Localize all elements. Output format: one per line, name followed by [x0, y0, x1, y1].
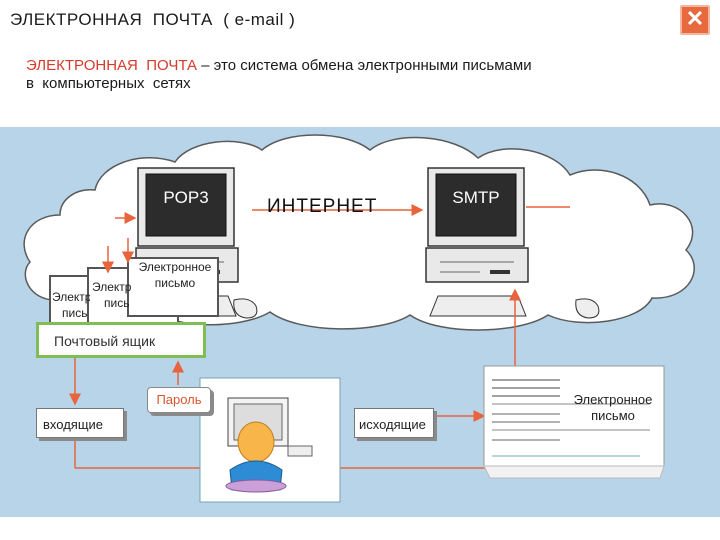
definition-line-1: ЭЛЕКТРОННАЯ ПОЧТА – это система обмена э…	[26, 57, 532, 74]
definition-term: ЭЛЕКТРОННАЯ ПОЧТА	[26, 57, 197, 74]
internet-label: ИНТЕРНЕТ	[267, 196, 378, 217]
definition-text: – это система обмена электронными письма…	[197, 57, 532, 74]
user-workstation	[199, 377, 341, 503]
letter-back-line2: пись	[62, 306, 88, 320]
password-button[interactable]: Пароль	[147, 387, 211, 413]
mailbox-label: Почтовый ящик	[36, 322, 206, 358]
email-document	[483, 365, 665, 479]
smtp-label: SMTP	[452, 188, 500, 207]
outbox-folder[interactable]: исходящие	[354, 408, 434, 438]
page-title: ЭЛЕКТРОННАЯ ПОЧТА ( e-mail )	[10, 10, 296, 29]
definition-panel: ЭЛЕКТРОННАЯ ПОЧТА – это система обмена э…	[16, 45, 706, 127]
email-document-label: Электронное письмо	[568, 392, 658, 424]
email-document-label-line1: Электронное	[573, 392, 653, 407]
pop3-label: POP3	[163, 188, 209, 207]
letter-back-line1: Электро	[52, 290, 90, 304]
bottom-strip	[0, 517, 720, 540]
letter-mid-line2: пись	[104, 296, 130, 310]
letter-mid-line1: Электро	[92, 280, 132, 294]
inbox-folder[interactable]: входящие	[36, 408, 124, 438]
close-icon: ✕	[685, 6, 705, 31]
letter-front-line1: Электронное	[138, 260, 212, 274]
title-bar: ЭЛЕКТРОННАЯ ПОЧТА ( e-mail ) ✕	[0, 0, 720, 40]
letter-front-line2: письмо	[134, 276, 216, 290]
email-document-label-line2: письмо	[591, 408, 635, 423]
smtp-computer	[425, 167, 600, 319]
definition-line-2: в компьютерных сетях	[26, 75, 191, 92]
close-button[interactable]: ✕	[680, 5, 710, 35]
